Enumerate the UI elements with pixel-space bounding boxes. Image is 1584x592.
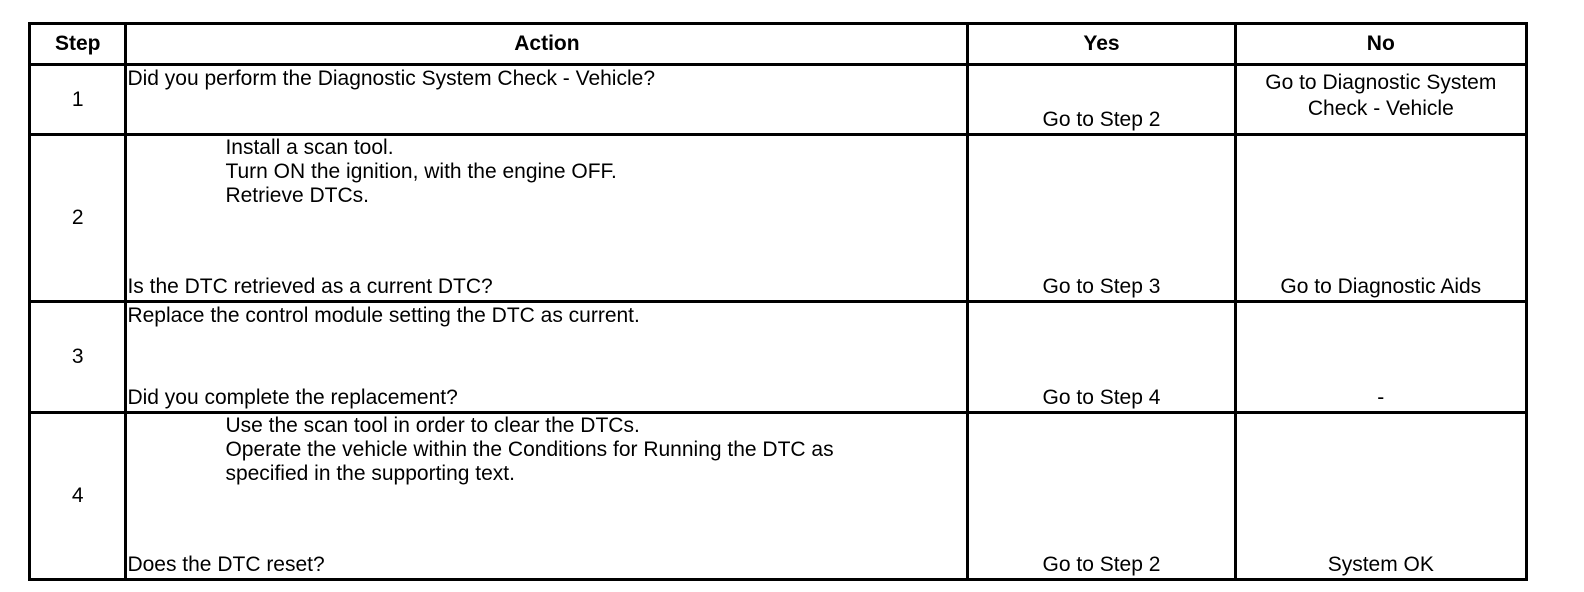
no-cell: System OK	[1233, 411, 1529, 581]
no-line: Check - Vehicle	[1307, 97, 1454, 120]
action-cell: Replace the control module setting the D…	[124, 300, 970, 414]
action-question: Does the DTC reset?	[127, 553, 325, 576]
action-instruction: Retrieve DTCs.	[225, 184, 369, 207]
action-instruction: Operate the vehicle within the Condition…	[225, 438, 834, 461]
action-cell: Did you perform the Diagnostic System Ch…	[124, 63, 970, 136]
action-question: Is the DTC retrieved as a current DTC?	[127, 275, 493, 298]
yes-cell: Go to Step 2	[966, 411, 1237, 581]
action-instruction: Use the scan tool in order to clear the …	[225, 414, 640, 437]
action-instruction: specified in the supporting text.	[225, 462, 515, 485]
diagnostic-table: Step Action Yes No 1 Did you perform the…	[27, 22, 1529, 581]
action-question: Did you perform the Diagnostic System Ch…	[127, 67, 656, 90]
header-no: No	[1233, 22, 1529, 66]
step-number: 3	[27, 300, 128, 414]
action-instruction: Turn ON the ignition, with the engine OF…	[225, 160, 617, 183]
yes-cell: Go to Step 4	[966, 300, 1237, 414]
header-row: Step Action Yes No	[27, 22, 1529, 66]
table-row: 4 Use the scan tool in order to clear th…	[27, 411, 1529, 581]
yes-cell: Go to Step 3	[966, 133, 1237, 303]
table-row: 3 Replace the control module setting the…	[27, 300, 1529, 414]
step-number: 2	[27, 133, 128, 303]
step-number: 1	[27, 63, 128, 136]
yes-cell: Go to Step 2	[966, 63, 1237, 136]
action-cell: Install a scan tool. Turn ON the ignitio…	[124, 133, 970, 303]
action-instruction: Install a scan tool.	[225, 136, 394, 159]
header-step: Step	[27, 22, 128, 66]
table-row: 2 Install a scan tool. Turn ON the ignit…	[27, 133, 1529, 303]
action-instruction: Replace the control module setting the D…	[127, 304, 640, 327]
action-question: Did you complete the replacement?	[127, 386, 458, 409]
table-row: 1 Did you perform the Diagnostic System …	[27, 63, 1529, 136]
action-cell: Use the scan tool in order to clear the …	[124, 411, 970, 581]
no-cell: -	[1233, 300, 1529, 414]
step-number: 4	[27, 411, 128, 581]
header-action: Action	[124, 22, 970, 66]
no-line: Go to Diagnostic System	[1265, 71, 1497, 94]
header-yes: Yes	[966, 22, 1237, 66]
no-cell: Go to Diagnostic System Check - Vehicle	[1233, 63, 1529, 136]
no-cell: Go to Diagnostic Aids	[1233, 133, 1529, 303]
